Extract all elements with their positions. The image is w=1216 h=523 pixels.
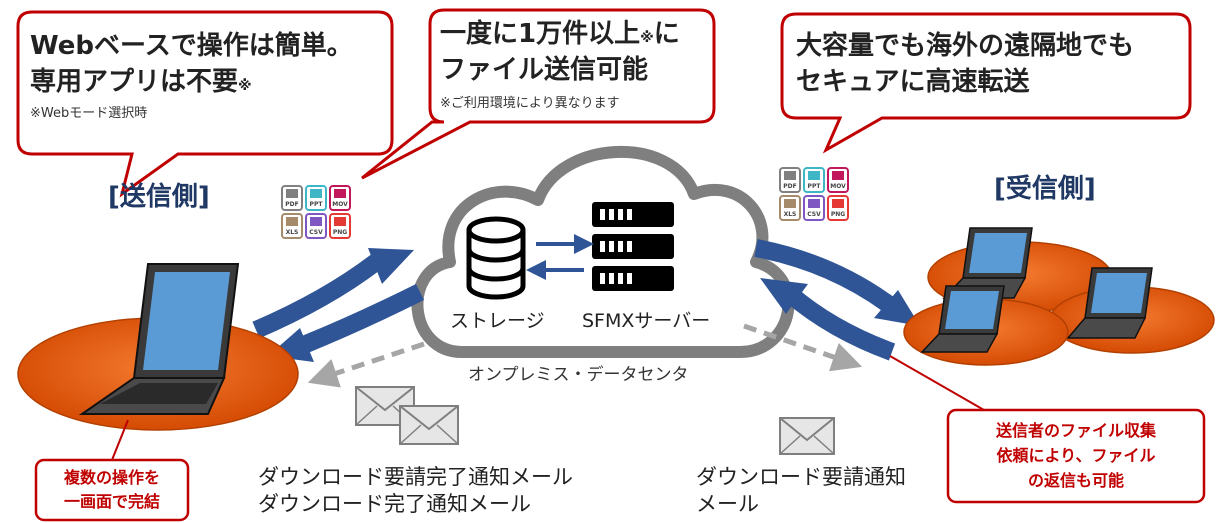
file-ppt-icon: PPT [803,167,825,193]
receiver-note-line1: 送信者のファイル収集 [995,421,1156,440]
mail-right-line2: メール [696,492,759,516]
callout-center-note: ※ご利用環境により異なります [440,96,620,111]
receiver-laptop-3-icon [1066,267,1153,339]
receiver-label: [受信側] [994,174,1096,204]
svg-text:CSV: CSV [807,211,821,218]
callout-left-line1: Webベースで操作は簡単。 [30,31,353,61]
receiver-note-text: 送信者のファイル収集 依頼により、ファイル の返信も可能 [948,418,1204,493]
sender-note-text: 複数の操作を 一画面で完結 [36,466,188,514]
receiver-note-line2: 依頼により、ファイル [996,446,1156,465]
callout-center-line1-wrap: 一度に1万件以上※に [440,18,680,54]
storage-label: ストレージ [450,310,545,332]
receiver-note-line3: の返信も可能 [1027,471,1124,490]
receiver-reply-arrow [760,278,896,361]
callout-center-mark: ※ [640,30,654,46]
svg-text:XLS: XLS [286,229,299,236]
callout-center-line2: ファイル送信可能 [440,55,649,85]
svg-text:CSV: CSV [309,229,323,236]
svg-text:PNG: PNG [831,211,845,218]
receiver-laptop-2-icon [920,285,1005,353]
mail-arrow-left [307,341,425,388]
svg-text:PPT: PPT [310,201,324,208]
file-icons-receiver: PDF PPT MOV XLS CSV PNG [779,167,849,221]
mail-right-text: ダウンロード要請通知 メール [696,464,906,518]
storage-icon [466,216,526,300]
sender-note-line1: 複数の操作を [63,468,160,487]
server-label: SFMXサーバー [582,310,711,332]
upload-arrow [252,248,414,339]
file-pdf-icon: PDF [779,167,801,193]
callout-center [361,8,716,180]
sender-note-line2: 一画面で完結 [63,492,160,511]
callout-right-line1: 大容量でも海外の遠隔地でも [796,31,1135,61]
callout-left-line2: 専用アプリは不要 [30,67,239,97]
file-csv-icon: CSV [305,213,327,239]
file-csv-icon: CSV [803,195,825,221]
receiver-note-leader [889,355,985,411]
file-xls-icon: XLS [779,195,801,221]
callout-center-line1: 一度に1万件以上 [440,19,641,49]
storage-server-arrows [526,234,594,280]
receiver-note-box [946,408,1206,504]
callout-left-line2-wrap: 専用アプリは不要※ [30,66,252,102]
file-mov-icon: MOV [827,167,849,193]
svg-text:XLS: XLS [784,211,797,218]
mail-right-line1: ダウンロード要請通知 [696,465,906,489]
callout-right [780,12,1192,154]
datacenter-label: オンプレミス・データセンタ [468,365,689,385]
svg-text:PNG: PNG [333,229,347,236]
file-pdf-icon: PDF [281,185,303,211]
svg-text:PPT: PPT [808,183,822,190]
sender-label: [送信側] [108,182,210,212]
mail-left-line2: ダウンロード完了通知メール [258,492,531,516]
callout-right-line2: セキュアに高速転送 [796,67,1030,97]
mail-left-line1: ダウンロード要請完了通知メール [258,465,573,489]
file-xls-icon: XLS [281,213,303,239]
server-icon [592,202,674,291]
mail-left-text: ダウンロード要請完了通知メール ダウンロード完了通知メール [258,464,573,518]
callout-left-mark: ※ [238,78,252,94]
mail-envelope-icon [779,417,835,455]
file-ppt-icon: PPT [305,185,327,211]
file-png-icon: PNG [827,195,849,221]
callout-left-note: ※Webモード選択時 [30,106,148,121]
sender-note-box [34,458,190,522]
callout-center-tail: に [653,19,680,49]
file-png-icon: PNG [329,213,351,239]
svg-text:MOV: MOV [830,183,846,190]
mail-arrow-right [743,323,863,372]
svg-text:PDF: PDF [285,201,298,208]
svg-text:MOV: MOV [332,201,348,208]
download-arrow [754,239,920,326]
file-mov-icon: MOV [329,185,351,211]
sender-laptop-icon [78,263,240,415]
sender-note-leader [111,419,129,461]
svg-text:PDF: PDF [783,183,796,190]
mail-envelope-icon [399,405,459,445]
file-icons-sender: PDF PPT MOV XLS CSV PNG [281,185,351,239]
callout-left [16,10,394,198]
